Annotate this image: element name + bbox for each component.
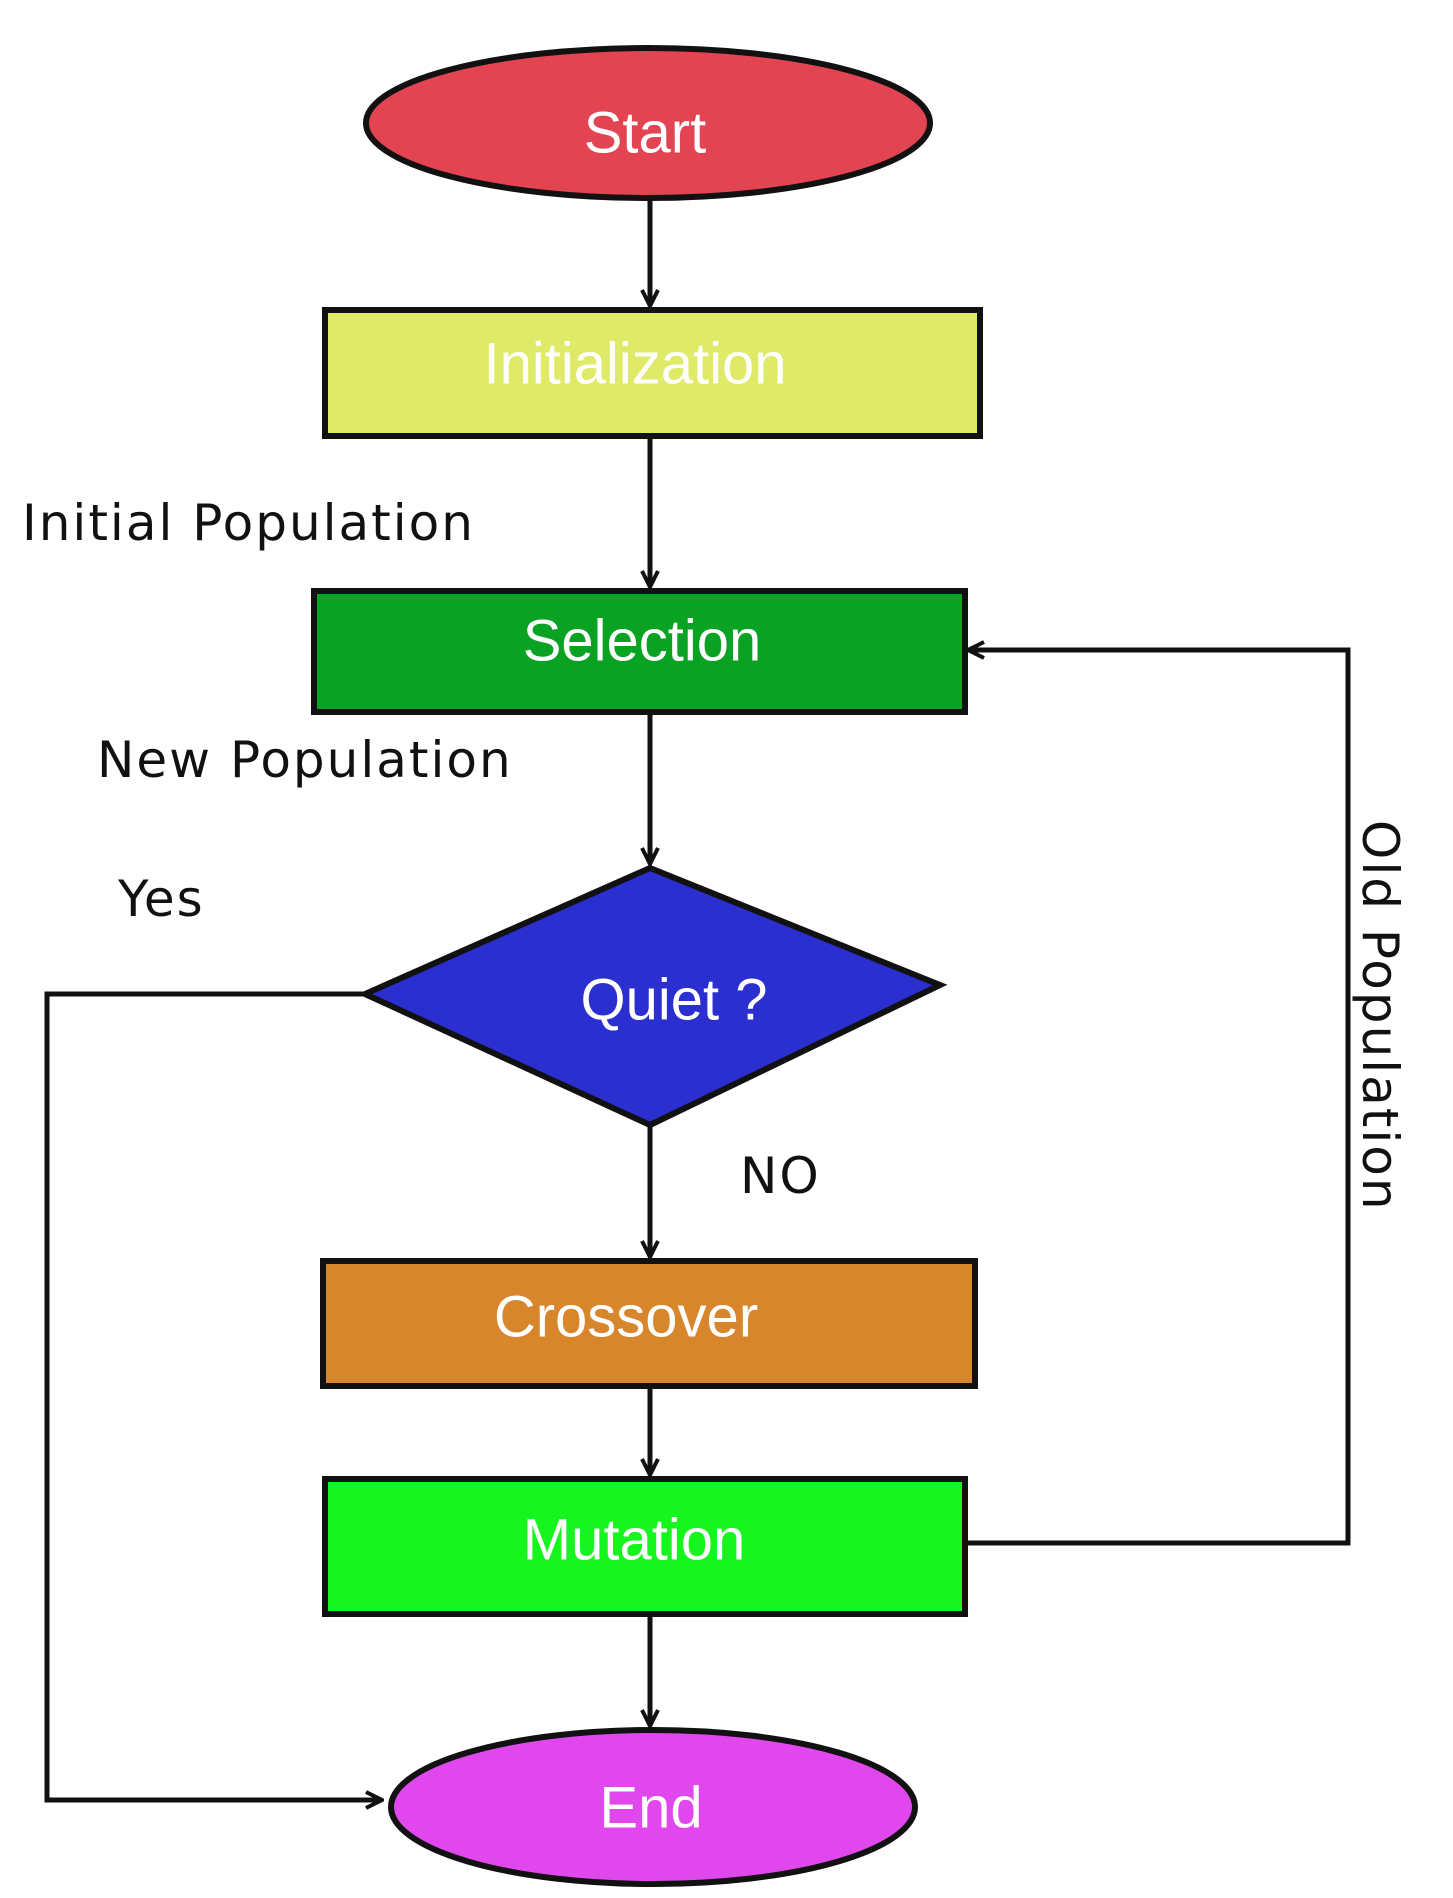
decision-node: Quiet ? bbox=[357, 864, 948, 1129]
end-label: End bbox=[599, 1776, 702, 1841]
mutation-box bbox=[322, 1476, 968, 1617]
start-node: Start bbox=[363, 45, 933, 201]
initial-population-label: Initial Population bbox=[22, 494, 475, 552]
selection-box bbox=[311, 588, 968, 715]
crossover-node: Crossover bbox=[320, 1258, 978, 1389]
no-label: NO bbox=[740, 1147, 821, 1205]
old-population-label: Old Population bbox=[1351, 820, 1409, 1212]
mutation-label: Mutation bbox=[523, 1508, 745, 1573]
arrow-decision-yes-to-end bbox=[44, 991, 382, 1800]
initialization-box bbox=[322, 307, 983, 439]
new-population-label: New Population bbox=[97, 731, 513, 789]
initialization-label: Initialization bbox=[483, 332, 786, 397]
crossover-box bbox=[320, 1258, 978, 1389]
crossover-label: Crossover bbox=[494, 1285, 758, 1350]
decision-label: Quiet ? bbox=[581, 968, 768, 1033]
start-ellipse bbox=[363, 45, 933, 201]
initialization-node: Initialization bbox=[322, 307, 983, 439]
selection-node: Selection bbox=[311, 588, 968, 715]
yes-label: Yes bbox=[117, 870, 205, 928]
decision-diamond bbox=[357, 864, 948, 1129]
arrow-mutation-to-selection-loop bbox=[965, 650, 1351, 1546]
mutation-node: Mutation bbox=[322, 1476, 968, 1617]
end-ellipse bbox=[388, 1727, 918, 1887]
end-node: End bbox=[388, 1727, 918, 1887]
selection-label: Selection bbox=[523, 609, 762, 674]
start-label: Start bbox=[584, 101, 707, 166]
